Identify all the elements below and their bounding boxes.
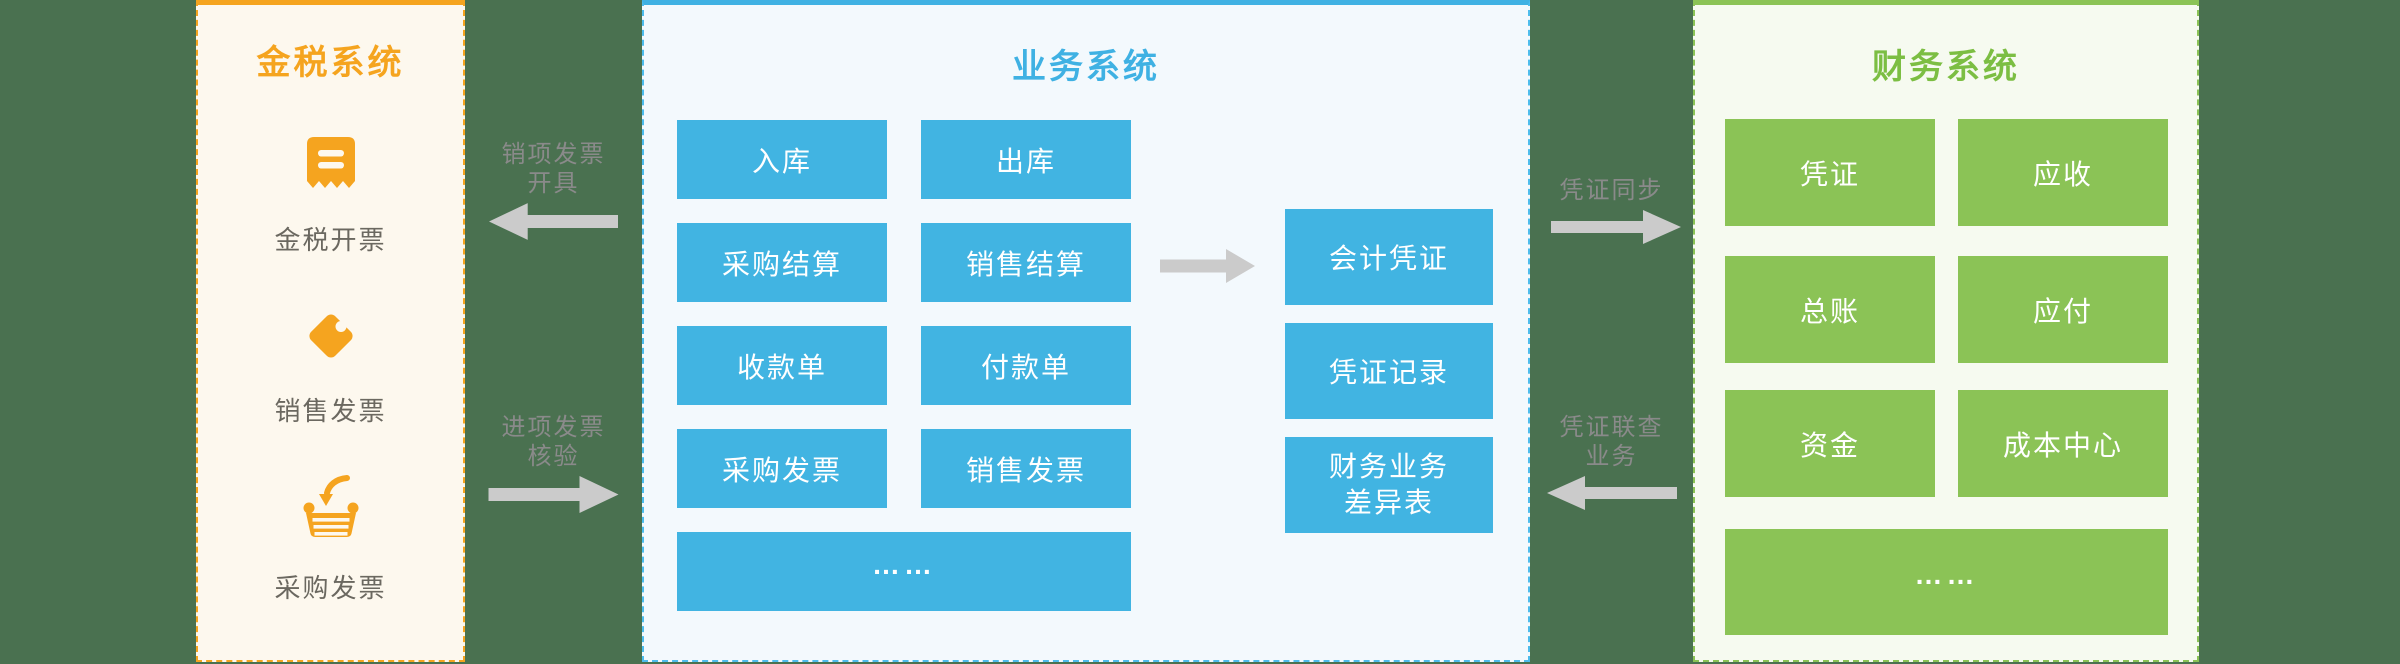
finance-box-payable: 应付	[1958, 256, 2168, 363]
right-arrow-icon	[488, 476, 619, 513]
business-box-purchase-settle: 采购结算	[677, 223, 887, 302]
tax-panel-title: 金税系统	[256, 44, 405, 82]
business-box-receipt-slip: 收款单	[677, 326, 887, 405]
finance-box-general-ledger: 总账	[1725, 256, 1935, 363]
tag-icon	[308, 314, 353, 358]
connector-input-invoice-verify: 进项发票 核验	[465, 413, 642, 513]
tax-item-label: 采购发票	[274, 573, 387, 603]
basket-icon	[303, 475, 358, 537]
finance-panel: 财务系统 凭证 应收 总账 应付 资金 成本中心 ……	[1693, 0, 2199, 662]
business-box-sales-invoice: 销售发票	[921, 429, 1131, 508]
connector-output-invoice-issue: 销项发票 开具	[465, 140, 642, 240]
tax-item-label: 销售发票	[274, 396, 387, 426]
left-arrow-icon	[1546, 476, 1677, 510]
business-box-sales-settle: 销售结算	[921, 223, 1131, 302]
tax-panel: 金税系统 金税开票 销售发票	[196, 0, 465, 662]
business-box-voucher-record: 凭证记录	[1285, 323, 1493, 419]
left-arrow-icon	[489, 203, 618, 240]
business-panel: 业务系统 入库 出库 采购结算 销售结算 收款单 付款单 采购发票 销售发票 ……	[642, 0, 1530, 662]
receipt-icon	[306, 137, 355, 188]
finance-box-funds: 资金	[1725, 390, 1935, 497]
finance-box-receivable: 应收	[1958, 119, 2168, 226]
business-box-payment-slip: 付款单	[921, 326, 1131, 405]
right-arrow-icon	[1160, 249, 1255, 283]
right-arrow-icon	[1550, 210, 1681, 244]
finance-box-cost-center: 成本中心	[1958, 390, 2168, 497]
tax-item-purchase-invoice: 采购发票	[198, 475, 463, 605]
business-box-accounting-voucher: 会计凭证	[1285, 209, 1493, 305]
tax-item-label: 金税开票	[274, 225, 387, 255]
business-box-purchase-invoice: 采购发票	[677, 429, 887, 508]
business-box-inbound: 入库	[677, 120, 887, 199]
business-panel-title: 业务系统	[1012, 48, 1160, 86]
connector-voucher-crosscheck: 凭证联查 业务	[1530, 413, 1693, 510]
finance-box-voucher: 凭证	[1725, 119, 1935, 226]
connector-label: 凭证同步	[1559, 177, 1664, 204]
business-box-difference-table: 财务业务 差异表	[1285, 437, 1493, 533]
business-flow-arrow	[1160, 249, 1255, 288]
connector-voucher-sync: 凭证同步	[1530, 176, 1693, 244]
connector-label: 销项发票 开具	[501, 141, 606, 197]
tax-item-invoicing: 金税开票	[198, 137, 463, 257]
business-box-more: ……	[677, 532, 1131, 611]
finance-panel-title: 财务系统	[1872, 48, 2020, 86]
business-box-outbound: 出库	[921, 120, 1131, 199]
finance-box-more: ……	[1725, 529, 2168, 635]
tax-item-sales-invoice: 销售发票	[198, 305, 463, 428]
connector-label: 凭证联查 业务	[1559, 414, 1664, 470]
connector-label: 进项发票 核验	[501, 414, 606, 470]
